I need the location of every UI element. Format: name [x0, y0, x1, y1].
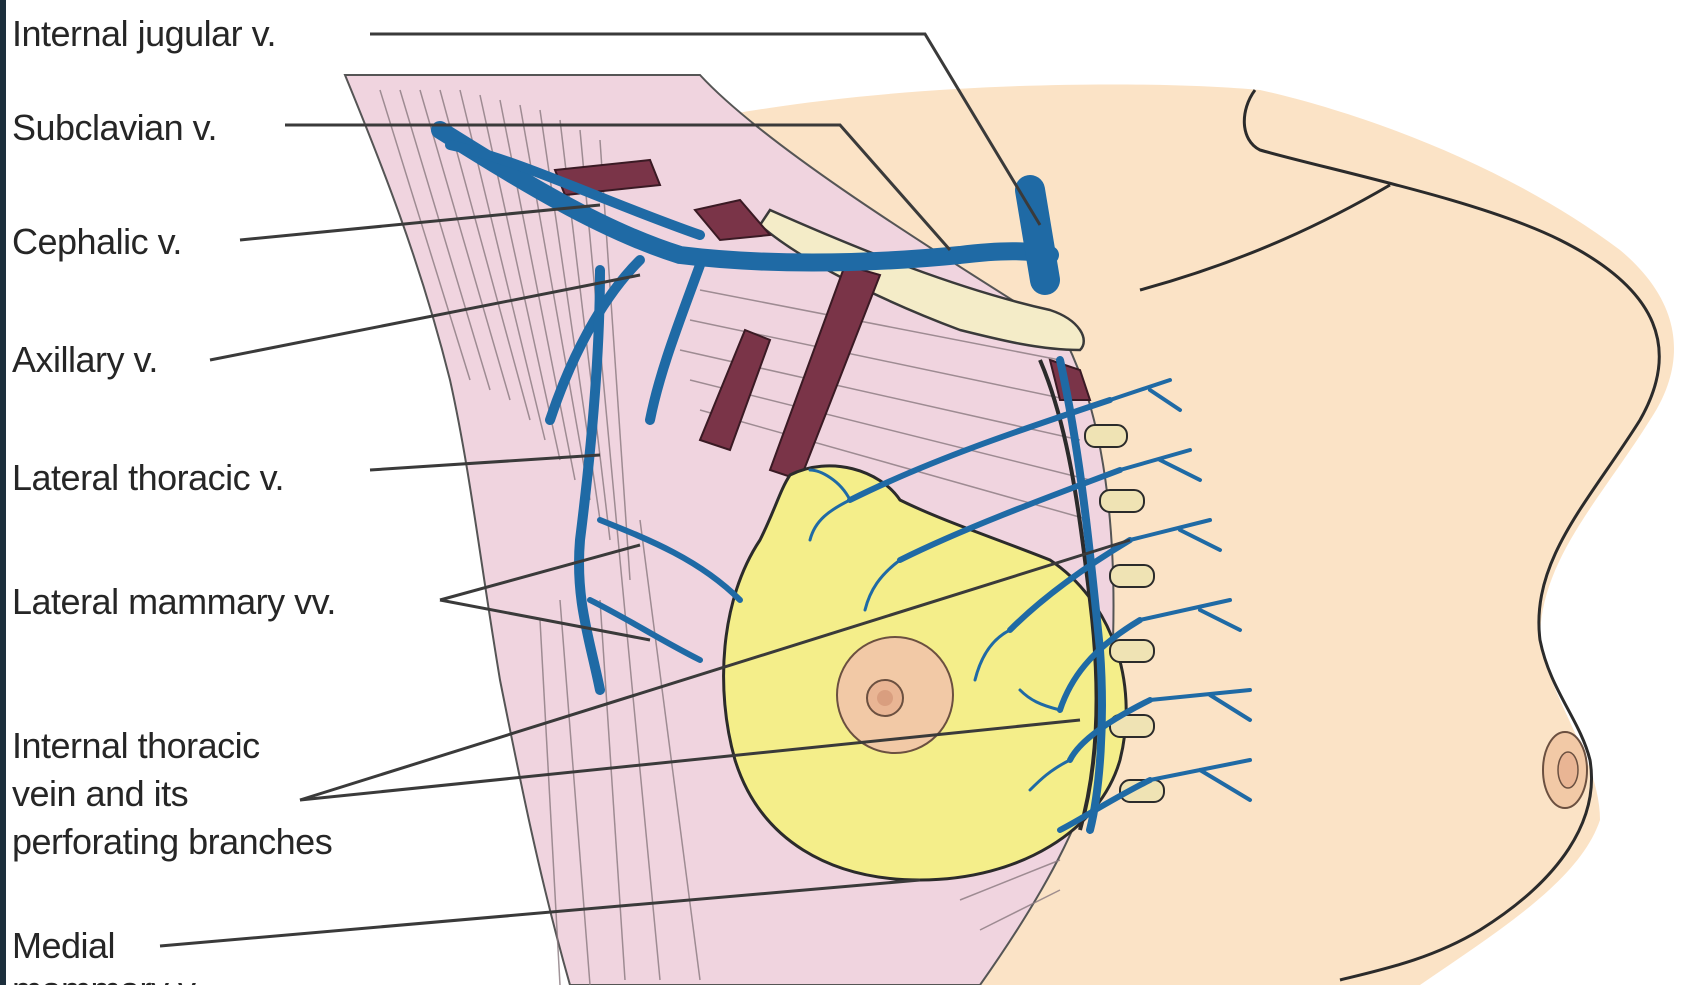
- label-internal-thoracic-line1: Internal thoracic: [12, 722, 260, 770]
- label-medial-mammary-vein: Medial: [12, 922, 115, 970]
- label-lateral-thoracic-vein: Lateral thoracic v.: [12, 454, 284, 502]
- label-internal-thoracic-line3: perforating branches: [12, 818, 332, 866]
- label-medial-mammary-vein-cut: mammary v.: [12, 966, 202, 985]
- label-internal-jugular-vein: Internal jugular v.: [12, 10, 276, 58]
- label-axillary-vein: Axillary v.: [12, 336, 158, 384]
- label-lateral-mammary-veins: Lateral mammary vv.: [12, 578, 336, 626]
- label-internal-thoracic-line2: vein and its: [12, 770, 188, 818]
- label-subclavian-vein: Subclavian v.: [12, 104, 217, 152]
- label-cephalic-vein: Cephalic v.: [12, 218, 182, 266]
